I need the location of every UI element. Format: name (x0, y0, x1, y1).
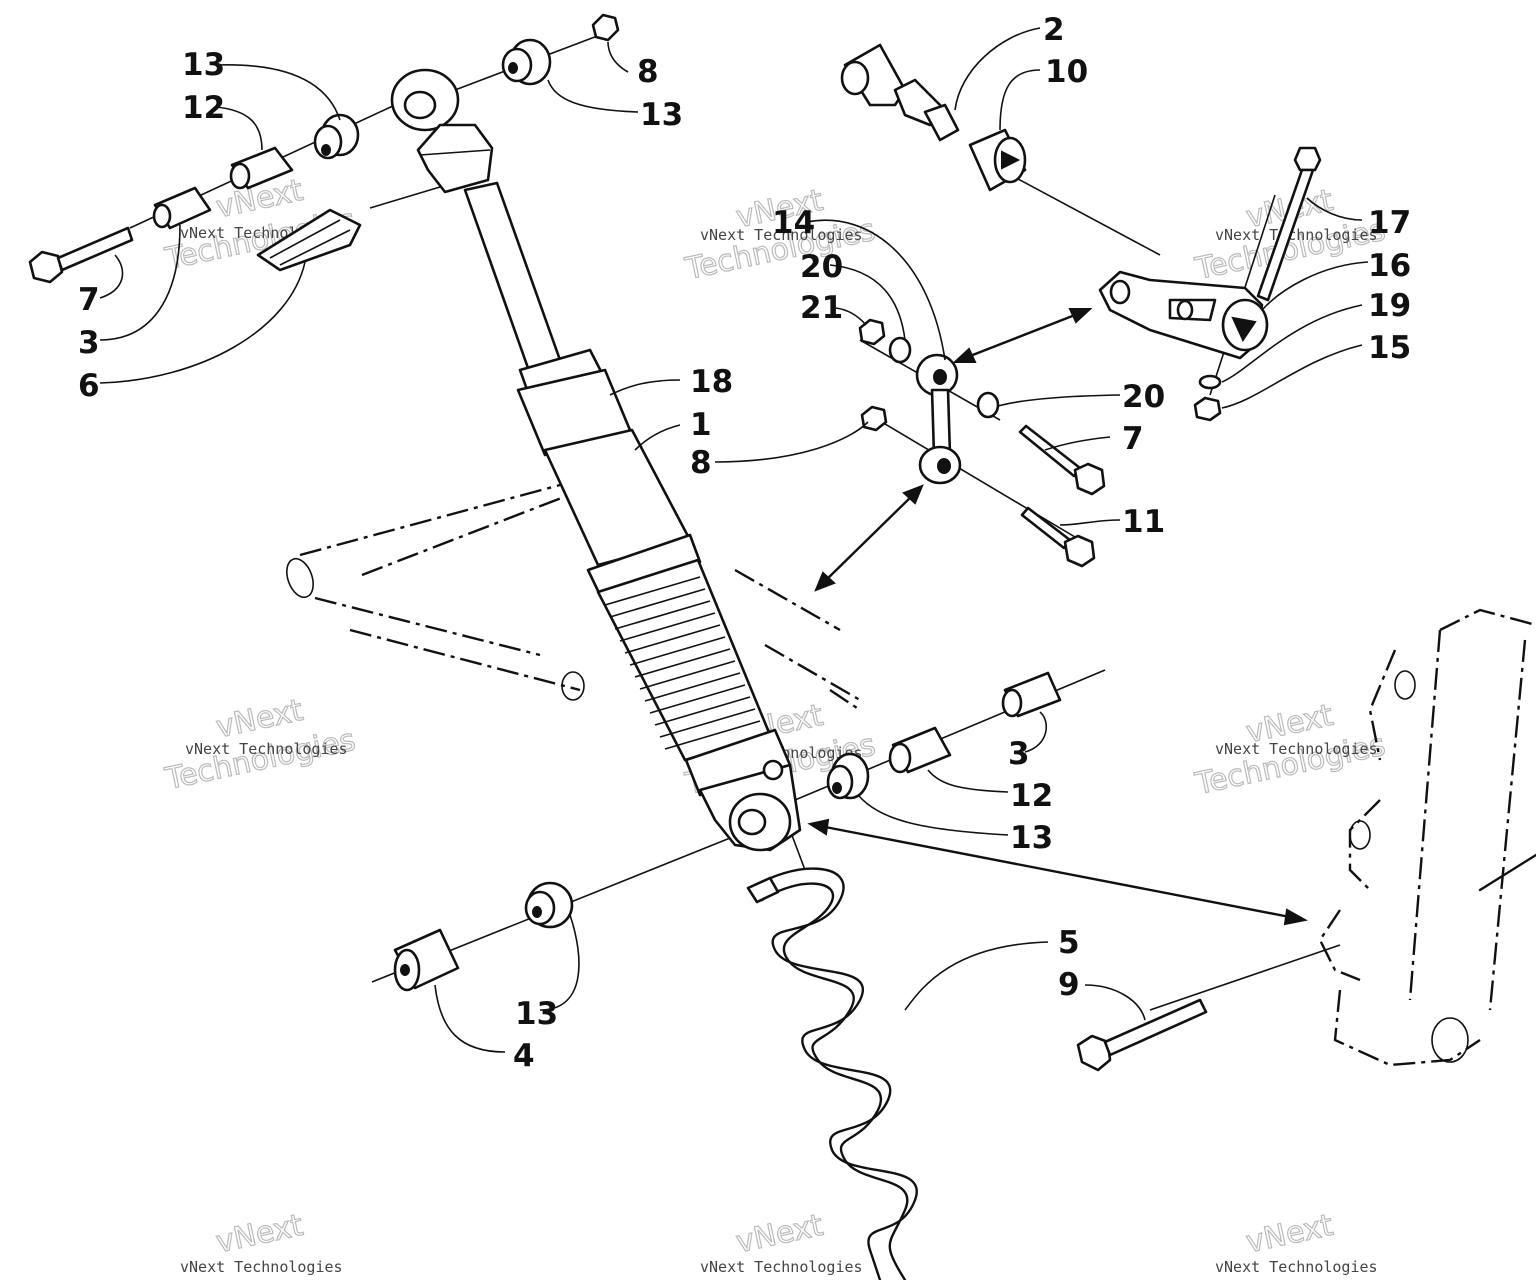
callout-14: 14 (772, 205, 815, 241)
callout-7: 7 (1122, 421, 1144, 457)
callout-13: 13 (515, 996, 558, 1032)
watermark: vNext (212, 1207, 306, 1261)
callout-18: 18 (690, 364, 733, 400)
leader-lines (99, 27, 1369, 1053)
callout-13: 13 (640, 97, 683, 133)
top-left-hardware (28, 13, 620, 284)
callout-8: 8 (637, 54, 659, 90)
watermark-text: vNext Technologies (1215, 1258, 1378, 1276)
watermark-text: vNext Technologies (700, 1258, 863, 1276)
callout-7: 7 (78, 282, 100, 318)
callout-20: 20 (800, 249, 843, 285)
callout-11: 11 (1122, 504, 1165, 540)
callout-19: 19 (1368, 288, 1411, 324)
callout-12: 12 (182, 90, 225, 126)
coil-spring (746, 867, 918, 1280)
callout-21: 21 (800, 290, 843, 326)
callout-17: 17 (1368, 205, 1411, 241)
watermark-text: vNext Technologies (700, 226, 863, 244)
callout-labels: 13 12 7 3 6 8 13 2 10 14 20 21 20 7 8 11… (78, 12, 1411, 1074)
callout-12: 12 (1010, 778, 1053, 814)
watermark-logo: vNext (733, 1208, 826, 1261)
top-right-hardware (840, 43, 1322, 422)
callout-3: 3 (1008, 736, 1030, 772)
watermark-text: vNext Technologies (185, 740, 348, 758)
callout-6: 6 (78, 368, 100, 404)
lower-hardware (393, 671, 1208, 1072)
callout-3: 3 (78, 325, 100, 361)
callout-15: 15 (1368, 330, 1411, 366)
watermark: vNext (732, 1207, 826, 1261)
phantom-spindle (1318, 608, 1536, 1067)
callout-5: 5 (1058, 925, 1080, 961)
callout-16: 16 (1368, 248, 1411, 284)
phantom-a-arm (286, 483, 861, 711)
watermark-text: vNext Technologies (180, 1258, 343, 1276)
reference-arrows (807, 308, 1308, 926)
watermark-logo: vNext (1243, 1208, 1336, 1261)
shock-absorber (390, 68, 802, 852)
callout-13: 13 (1010, 820, 1053, 856)
callout-13: 13 (182, 47, 225, 83)
watermark-text: vNext Technologies (1215, 740, 1378, 758)
callout-10: 10 (1045, 54, 1088, 90)
callout-9: 9 (1058, 967, 1080, 1003)
watermark-logo: vNext (213, 1208, 306, 1261)
callout-4: 4 (513, 1038, 535, 1074)
link-rod (858, 318, 1106, 568)
watermark-text: vNext Technologies (1215, 226, 1378, 244)
callout-20: 20 (1122, 379, 1165, 415)
callout-8: 8 (690, 445, 712, 481)
thread-lines (604, 576, 761, 750)
callout-2: 2 (1043, 12, 1065, 48)
watermark: vNext (1242, 1207, 1336, 1261)
callout-1: 1 (690, 407, 712, 443)
